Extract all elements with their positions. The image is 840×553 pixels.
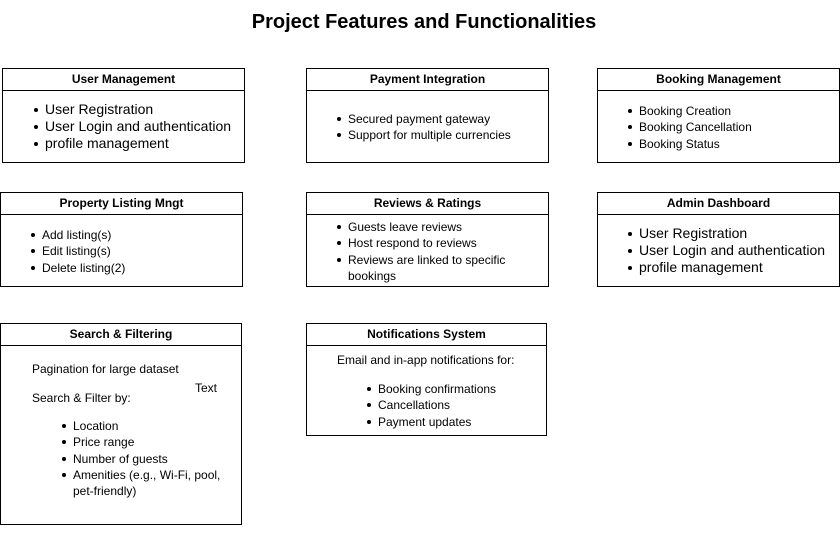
admin-dashboard-box[interactable]: Admin Dashboard User Registration User L… <box>597 192 840 287</box>
search-filter-by-text: Search & Filter by: <box>32 391 131 405</box>
booking-management-title: Booking Management <box>598 69 839 91</box>
list-item: Location <box>62 418 227 434</box>
reviews-ratings-list: Guests leave reviews Host respond to rev… <box>337 219 527 284</box>
list-item: User Login and authentication <box>628 242 825 259</box>
list-item: Payment updates <box>367 414 496 430</box>
search-filtering-list: Location Price range Number of guests Am… <box>62 418 227 499</box>
payment-integration-box[interactable]: Payment Integration Secured payment gate… <box>306 68 549 163</box>
list-item: Guests leave reviews <box>337 219 527 235</box>
list-item: User Login and authentication <box>34 118 231 135</box>
list-item: Edit listing(s) <box>31 243 125 259</box>
list-item: Add listing(s) <box>31 227 125 243</box>
list-item: Secured payment gateway <box>337 111 511 127</box>
list-item: Number of guests <box>62 451 227 467</box>
list-item: Amenities (e.g., Wi-Fi, pool, pet-friend… <box>62 467 227 500</box>
list-item: Booking Creation <box>628 103 752 119</box>
list-item: profile management <box>628 259 825 276</box>
list-item: Reviews are linked to specific bookings <box>337 252 527 285</box>
search-filtering-title: Search & Filtering <box>1 324 241 346</box>
notifications-box[interactable]: Notifications System Email and in-app no… <box>306 323 547 436</box>
reviews-ratings-box[interactable]: Reviews & Ratings Guests leave reviews H… <box>306 192 549 287</box>
list-item: User Registration <box>34 101 231 118</box>
reviews-ratings-title: Reviews & Ratings <box>307 193 548 215</box>
list-item: profile management <box>34 135 231 152</box>
notifications-list: Booking confirmations Cancellations Paym… <box>367 381 496 430</box>
list-item: Booking confirmations <box>367 381 496 397</box>
notifications-title: Notifications System <box>307 324 546 346</box>
user-management-title: User Management <box>3 69 244 91</box>
pagination-text: Pagination for large dataset <box>32 362 179 376</box>
user-management-list: User Registration User Login and authent… <box>34 101 231 152</box>
booking-management-box[interactable]: Booking Management Booking Creation Book… <box>597 68 840 163</box>
list-item: Booking Cancellation <box>628 119 752 135</box>
diagram-title: Project Features and Functionalities <box>251 11 597 33</box>
list-item: Cancellations <box>367 397 496 413</box>
list-item: User Registration <box>628 225 825 242</box>
admin-dashboard-title: Admin Dashboard <box>598 193 839 215</box>
list-item: Host respond to reviews <box>337 235 527 251</box>
list-item: Price range <box>62 434 227 450</box>
list-item: Delete listing(2) <box>31 260 125 276</box>
notifications-intro-text: Email and in-app notifications for: <box>337 353 515 367</box>
booking-management-list: Booking Creation Booking Cancellation Bo… <box>628 103 752 152</box>
list-item: Booking Status <box>628 136 752 152</box>
search-filtering-box[interactable]: Search & Filtering Pagination for large … <box>0 323 242 525</box>
payment-integration-list: Secured payment gateway Support for mult… <box>337 111 511 144</box>
list-item: Support for multiple currencies <box>337 127 511 143</box>
admin-dashboard-list: User Registration User Login and authent… <box>628 225 825 276</box>
text-label: Text <box>195 381 218 395</box>
property-listing-title: Property Listing Mngt <box>1 193 242 215</box>
payment-integration-title: Payment Integration <box>307 69 548 91</box>
user-management-box[interactable]: User Management User Registration User L… <box>2 68 245 163</box>
property-listing-box[interactable]: Property Listing Mngt Add listing(s) Edi… <box>0 192 243 287</box>
property-listing-list: Add listing(s) Edit listing(s) Delete li… <box>31 227 125 276</box>
